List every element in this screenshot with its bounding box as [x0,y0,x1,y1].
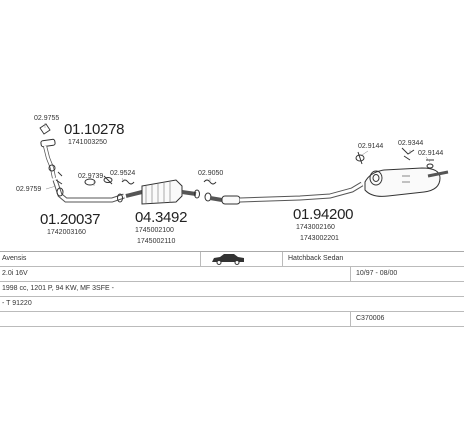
fitting-code: 02.9144 [358,143,384,150]
fitting-code: 02.9755 [34,115,60,122]
catalytic-converter [125,179,200,205]
fitting-hanger [355,147,434,169]
middle-pipe [204,181,364,205]
part-code-catalyst: 04.3492 [135,209,188,226]
part-ref2-catalyst: 1745002110 [137,238,176,245]
fitting-code: 02.9524 [110,170,136,177]
info-row-engine: 2.0i 16V 10/97 - 08/00 [0,267,464,282]
info-row-specs: 1998 cc, 1201 P, 94 KW, MF 3SFE - [0,282,464,297]
front-pipe-lower [52,179,125,203]
rear-silencer [364,167,449,197]
vehicle-info-table: Avensis Hatchback Sedan 2.0i 16V 10/97 -… [0,251,464,327]
part-ref2-middle-pipe: 1743002201 [300,235,339,242]
part-code-middle-pipe: 01.94200 [293,206,354,223]
info-row-notes: - T 91220 [0,297,464,312]
model-name: Avensis [2,255,27,262]
info-row-code: C370006 [0,312,464,327]
fitting-code: 02.9050 [198,170,224,177]
fitting-code: 02.9144 [418,150,444,157]
part-ref-middle-pipe: 1743002160 [296,224,335,231]
part-code-front-lower: 01.20037 [40,211,101,228]
engine-specs: 1998 cc, 1201 P, 94 KW, MF 3SFE - [2,285,114,292]
info-row-model: Avensis Hatchback Sedan [0,252,464,267]
fitting-code: 02.9344 [398,140,424,147]
body-type: Hatchback Sedan [288,255,344,262]
part-ref-front-lower: 1742003160 [47,229,86,236]
part-code-front-upper: 01.10278 [64,121,125,138]
exhaust-drawing [39,123,449,205]
engine-type: 2.0i 16V [2,270,28,277]
production-years: 10/97 - 08/00 [356,270,398,277]
front-pipe-upper [40,138,56,179]
fitting-clamp [39,123,63,185]
fitting-code: 02.9759 [16,186,42,193]
notes: - T 91220 [2,300,32,307]
fitting-code: 02.9739 [78,173,104,180]
part-ref-front-upper: 1741003250 [68,139,107,146]
car-body-icon [212,254,244,265]
fitting-gasket [84,175,113,186]
catalog-code: C370006 [356,315,385,322]
exhaust-system-diagram: 01.10278 1741003250 01.20037 1742003160 … [16,115,449,245]
part-ref-catalyst: 1745002100 [135,227,174,234]
